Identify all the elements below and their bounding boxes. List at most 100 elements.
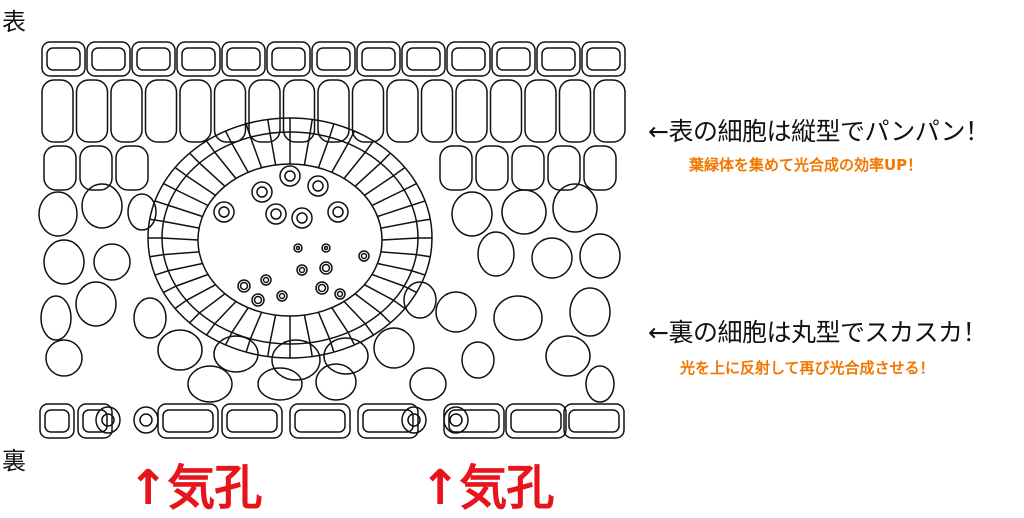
bundle-cell-wall — [249, 311, 263, 340]
palisade-cell — [511, 145, 545, 191]
bundle-cell-wall — [303, 314, 311, 343]
xylem-vessel — [265, 203, 287, 225]
lower-epidermis-cell-inner — [362, 409, 414, 433]
palisade-cell — [43, 145, 77, 191]
lower-epidermis-cell — [157, 403, 219, 439]
upper-epidermis-cell-inner — [451, 47, 486, 71]
upper-epidermis-cell — [356, 41, 401, 77]
spongy-mesophyll-cell — [75, 281, 117, 327]
bundle-sheath-wall — [163, 285, 177, 294]
bundle-cell-wall — [214, 300, 237, 325]
bundle-cell-wall — [331, 143, 349, 173]
upper-cell-annotation: ←表の細胞は縦型でパンパン！ — [648, 117, 990, 146]
spongy-mesophyll-cell — [435, 291, 477, 333]
bundle-cell-wall — [377, 262, 412, 272]
palisade-cell — [41, 79, 74, 143]
bundle-cell-wall — [161, 237, 199, 241]
bundle-sheath-wall — [364, 323, 375, 336]
phloem-cell — [319, 261, 333, 275]
bundle-cell-wall — [231, 307, 249, 333]
spongy-mesophyll-cell — [43, 239, 85, 285]
bundle-sheath-wall — [205, 140, 216, 153]
bundle-cell-wall — [380, 251, 417, 256]
phloem-cell-inner — [360, 252, 368, 260]
xylem-vessel — [279, 165, 301, 187]
spongy-mesophyll-cell — [451, 191, 493, 237]
bundle-sheath-wall — [149, 253, 164, 258]
spongy-mesophyll-cell — [133, 297, 167, 339]
palisade-cell — [282, 79, 316, 143]
bundle-sheath-wall — [379, 152, 391, 164]
phloem-cell-inner — [336, 290, 344, 298]
lower-epidermis-cell — [39, 403, 75, 439]
xylem-vessel — [307, 175, 329, 197]
lower-epidermis-cell-inner — [44, 409, 70, 433]
spongy-mesophyll-cell — [493, 295, 543, 341]
guard-cell-inner — [407, 413, 421, 427]
spongy-mesophyll-cell — [409, 367, 447, 401]
xylem-vessel — [213, 201, 235, 223]
spongy-mesophyll-cell — [213, 335, 259, 373]
palisade-cell — [115, 145, 149, 191]
palisade-cell — [583, 145, 617, 191]
spongy-mesophyll-cell — [187, 365, 233, 403]
upper-epidermis-cell — [221, 41, 266, 77]
bundle-sheath-wall — [245, 338, 252, 353]
upper-epidermis-cell-inner — [226, 47, 261, 71]
palisade-cell — [317, 79, 350, 143]
lower-epidermis-cell — [221, 403, 283, 439]
xylem-vessel-inner — [312, 180, 324, 192]
guard-cell — [401, 406, 427, 434]
phloem-cell — [321, 243, 331, 253]
bundle-cell-wall — [175, 273, 209, 287]
palisade-cell — [75, 79, 109, 143]
palisade-cell — [558, 79, 592, 143]
bundle-cell-wall — [377, 204, 412, 218]
bundle-cell-wall — [163, 251, 200, 256]
spongy-mesophyll-cell — [552, 183, 598, 233]
upper-side-label: 表 — [2, 8, 26, 36]
spongy-mesophyll-cell — [157, 329, 203, 371]
upper-epidermis-cell — [581, 41, 626, 77]
bundle-sheath-wall — [364, 140, 375, 153]
upper-epidermis-cell-inner — [406, 47, 441, 71]
palisade-cell — [79, 145, 113, 191]
stoma-label-left: ↑気孔 — [128, 460, 262, 516]
upper-epidermis-cell-inner — [181, 47, 216, 71]
bundle-sheath-wall — [154, 200, 169, 206]
bundle-cell-wall — [331, 307, 349, 333]
bundle-cell-wall — [186, 175, 216, 196]
phloem-cell — [251, 293, 265, 307]
phloem-cell — [260, 274, 272, 286]
upper-epidermis-cell — [266, 41, 311, 77]
upper-epidermis-cell-inner — [91, 47, 126, 71]
palisade-cell — [455, 79, 488, 143]
bundle-cell-wall — [163, 220, 200, 229]
bundle-sheath-wall — [328, 338, 335, 353]
bundle-sheath-wall — [267, 119, 271, 134]
bundle-sheath-wall — [189, 312, 201, 324]
lower-epidermis-cell-inner — [294, 409, 346, 433]
lower-epidermis-cell-inner — [510, 409, 562, 433]
spongy-mesophyll-cell — [461, 341, 495, 379]
bundle-cell-wall — [199, 293, 226, 314]
upper-epidermis-cell — [446, 41, 491, 77]
spongy-mesophyll-cell — [40, 295, 72, 341]
bundle-sheath-wall — [309, 342, 313, 357]
palisade-cell — [144, 79, 178, 143]
spongy-mesophyll-cell — [323, 337, 369, 375]
upper-epidermis-cell — [41, 41, 86, 77]
guard-cell — [133, 406, 159, 434]
bundle-sheath-wall — [416, 218, 431, 223]
bundle-cell-wall — [317, 311, 331, 340]
bundle-sheath-wall — [347, 130, 356, 144]
bundle-cell-wall — [303, 133, 311, 166]
bundle-sheath-wall — [224, 332, 233, 346]
palisade-cell — [351, 79, 385, 143]
bundle-cell-wall — [186, 284, 216, 301]
spongy-mesophyll-cell — [579, 233, 621, 279]
upper-epidermis-cell — [176, 41, 221, 77]
guard-cell-inner — [101, 413, 115, 427]
stoma-label-right: ↑気孔 — [420, 460, 554, 516]
bundle-cell-wall — [317, 136, 331, 168]
